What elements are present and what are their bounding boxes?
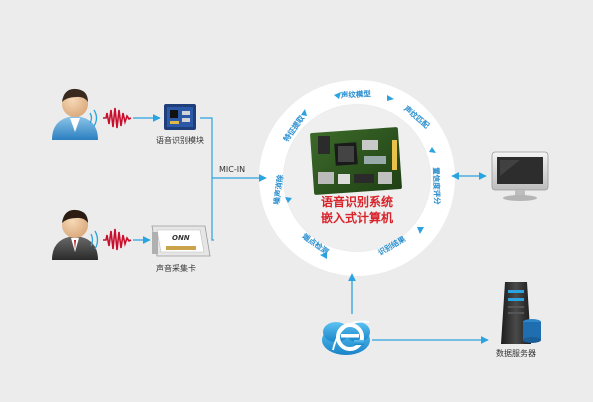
internet-explorer-icon [322, 320, 370, 355]
center-title-line1: 语音识别系统 [321, 194, 393, 209]
sound-card-brand: ONN [172, 234, 190, 242]
monitor-icon [491, 151, 549, 201]
server-label: 数据服务器 [496, 348, 536, 358]
center-title-line2: 嵌入式计算机 [321, 210, 393, 225]
sound-wave-icon-bottom [103, 228, 132, 251]
speech-module-label: 语音识别模块 [156, 135, 204, 145]
person-user-icon-bottom [52, 209, 98, 260]
connector-module-to-bus [200, 117, 213, 178]
connector-card-to-bus [211, 178, 214, 241]
server-icon [501, 282, 541, 344]
ring-segment-voiceprint-model: 声纹模型 [340, 88, 372, 100]
sound-wave-icon-top [103, 107, 132, 129]
sound-arcs-icon-bottom [90, 230, 99, 250]
ring-segment-confidence-score: 置信度评分 [431, 167, 442, 205]
speech-module-icon [164, 104, 196, 130]
ring-segment-noise-removal: 噪声消除 [271, 174, 285, 206]
mic-in-label: MIC-IN [219, 165, 245, 174]
sound-card-label: 声音采集卡 [156, 263, 196, 273]
process-ring [259, 80, 455, 276]
sound-card-icon [151, 225, 211, 257]
sound-arcs-icon-top [89, 109, 98, 127]
ring-arrows [285, 92, 436, 259]
person-user-icon-top [52, 88, 98, 140]
embedded-board-image [310, 127, 402, 195]
